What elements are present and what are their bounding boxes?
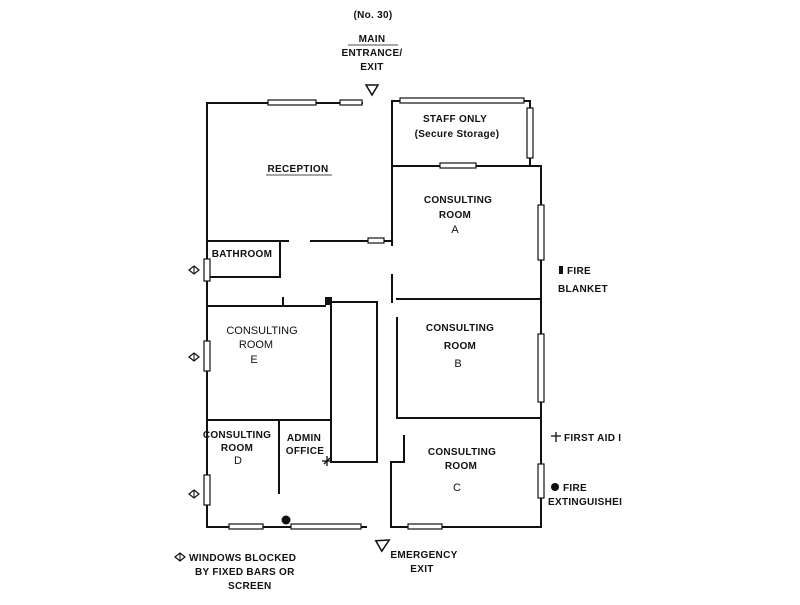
fire-extinguisher-legend-line2: EXTINGUISHEI (548, 497, 622, 508)
fire-extinguisher-legend-icon (551, 483, 559, 491)
window-staff-south (439, 162, 477, 169)
consulting-a-label-line2: ROOM (439, 210, 471, 221)
window-d-west (203, 474, 211, 506)
windows-legend-line3: SCREEN (228, 581, 271, 592)
emergency-exit-label-line2: EXIT (410, 564, 433, 575)
consulting-b-label-line2: ROOM (444, 341, 476, 352)
main-entrance-arrow-icon (364, 84, 380, 97)
walls (206, 100, 542, 528)
windows (203, 97, 545, 530)
window-bottom-2 (290, 523, 362, 530)
bathroom-label: BATHROOM (212, 249, 273, 260)
fire-blanket-legend-line1: FIRE (567, 266, 591, 277)
consulting-a-label-line1: CONSULTING (424, 195, 492, 206)
consulting-e-label-line1: CONSULTING (226, 325, 297, 337)
emergency-exit-arrow-icon (374, 539, 391, 553)
entrance-label-line3: EXIT (360, 62, 383, 73)
first-aid-legend-icon (551, 432, 561, 442)
reception-label: RECEPTION (267, 164, 328, 175)
consulting-d-letter: D (234, 455, 242, 467)
consulting-b-label-line1: CONSULTING (426, 323, 494, 334)
fire-extinguisher-legend-line1: FIRE (563, 483, 587, 494)
staff-room-label-line1: STAFF ONLY (423, 114, 487, 125)
blocked-window-icon (188, 489, 200, 499)
fire-blanket-legend-icon (559, 266, 563, 274)
consulting-e-label-line2: ROOM (239, 339, 273, 351)
consulting-c-letter: C (453, 482, 461, 494)
window-bathroom-west (203, 258, 211, 282)
consulting-c-label-line2: ROOM (445, 461, 477, 472)
windows-legend-line1: WINDOWS BLOCKED (189, 553, 296, 564)
window-top-3 (399, 97, 525, 104)
blocked-window-markers (188, 265, 200, 499)
window-reception-wall (367, 237, 385, 244)
admin-office-label-line1: ADMIN (287, 433, 321, 444)
blocked-window-icon (188, 265, 200, 275)
consulting-d-label-line1: CONSULTING (203, 430, 271, 441)
fire-blanket-legend-line2: BLANKET (558, 284, 608, 295)
entrance-label-line1: MAIN (359, 34, 386, 45)
window-bottom-1 (228, 523, 264, 530)
windows-legend-line2: BY FIXED BARS OR (195, 567, 295, 578)
plan-number: (No. 30) (353, 10, 392, 21)
blocked-window-icon (188, 352, 200, 362)
window-b-east (537, 333, 545, 403)
emergency-exit-label-line1: EMERGENCY (390, 550, 457, 561)
consulting-b-letter: B (454, 358, 461, 370)
window-staff-east (526, 107, 534, 159)
consulting-e-letter: E (250, 354, 257, 366)
consulting-c-label-line1: CONSULTING (428, 447, 496, 458)
fire-extinguisher-icon (281, 515, 291, 525)
window-c-east (537, 463, 545, 499)
fire-blanket-icon (325, 297, 332, 305)
first-aid-legend: FIRST AID I (564, 433, 621, 444)
window-a-east (537, 204, 545, 261)
admin-office-label-line2: OFFICE (286, 446, 324, 457)
staff-room-label-line2: (Secure Storage) (415, 129, 500, 140)
consulting-a-letter: A (451, 224, 459, 236)
window-e-west (203, 340, 211, 372)
window-top-1 (267, 99, 317, 106)
windows-legend-icon (174, 552, 186, 562)
entrance-label-line2: ENTRANCE/ (341, 48, 402, 59)
first-aid-icon (322, 456, 332, 466)
window-bottom-3 (407, 523, 443, 530)
consulting-d-label-line2: ROOM (221, 443, 253, 454)
window-top-2 (339, 99, 363, 106)
